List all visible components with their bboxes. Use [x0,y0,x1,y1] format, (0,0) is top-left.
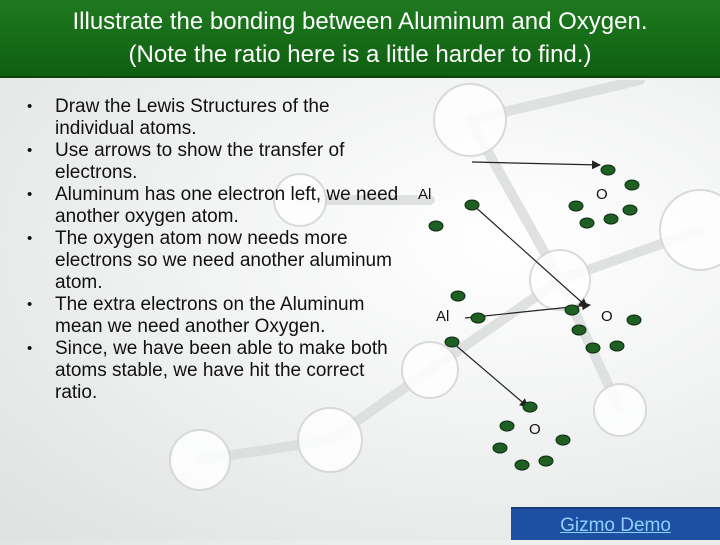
bullet-item: The oxygen atom now needs more electrons… [24,228,404,294]
gizmo-demo-link[interactable]: Gizmo Demo [511,507,720,540]
bullet-item: Draw the Lewis Structures of the individ… [24,96,404,140]
aluminum-symbol-1: Al [418,186,431,203]
electron-dots [428,164,642,471]
oxygen-symbol-1: O [596,186,608,203]
title-line-2: (Note the ratio here is a little harder … [128,41,592,68]
bullet-list: Draw the Lewis Structures of the individ… [24,96,404,404]
oxygen-symbol-3: O [529,421,541,438]
transfer-arrow [471,160,601,170]
slide-title: Illustrate the bonding between Aluminum … [0,0,720,78]
aluminum-symbol-2: Al [436,308,449,325]
bullet-item: Since, we have been able to make both at… [24,338,404,404]
transfer-arrow [471,203,588,308]
title-line-1: Illustrate the bonding between Aluminum … [72,8,648,35]
bullet-item: The extra electrons on the Aluminum mean… [24,294,404,338]
transfer-arrow [452,342,529,408]
bullet-item: Use arrows to show the transfer of elect… [24,140,404,184]
oxygen-symbol-2: O [601,308,613,325]
bullet-item: Aluminum has one electron left, we need … [24,184,404,228]
